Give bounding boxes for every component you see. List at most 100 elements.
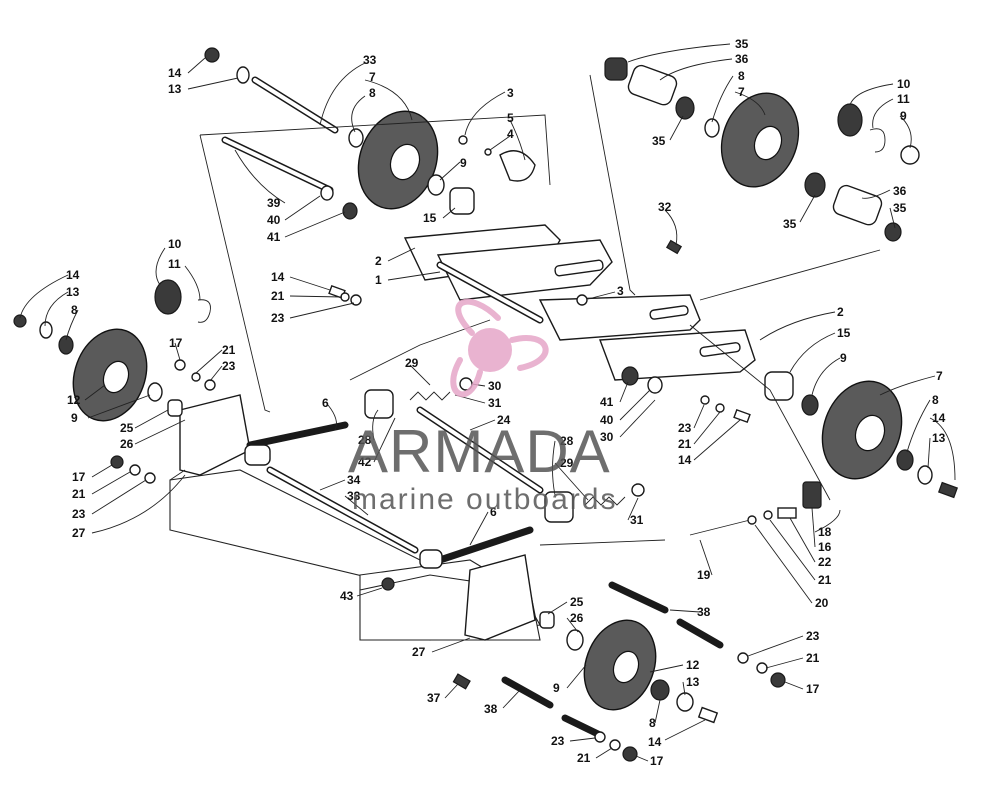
- bolt-19: [689, 519, 751, 536]
- callout: 6: [322, 396, 329, 410]
- bushing-35-d: [884, 222, 902, 242]
- callout: 11: [897, 92, 910, 106]
- nut-22: [777, 507, 797, 519]
- callout: 3: [617, 284, 624, 298]
- snap-ring-11-right: [869, 128, 886, 153]
- spring-block-28-left: [364, 389, 394, 419]
- callout: 40: [267, 213, 281, 227]
- callout: 21: [72, 487, 86, 501]
- callout: 9: [900, 109, 907, 123]
- bushing-41: [342, 202, 358, 220]
- callout: 13: [66, 285, 80, 299]
- callout: 19: [697, 568, 711, 582]
- callout: 31: [630, 513, 644, 527]
- callout: 39: [267, 196, 281, 210]
- shaft-38-left: [501, 676, 554, 709]
- callout: 30: [488, 379, 502, 393]
- nut-17-right-bottom: [770, 672, 786, 688]
- callout: 35: [735, 37, 749, 51]
- callout: 33: [347, 489, 361, 503]
- side-plate-left: [179, 394, 251, 476]
- small-parts: [13, 47, 958, 762]
- bolt-head-14-top: [204, 47, 220, 63]
- lower-arm-right: [599, 329, 756, 381]
- callout: 23: [72, 507, 86, 521]
- nut-31-right: [631, 483, 645, 497]
- callout: 21: [577, 751, 591, 765]
- callout: 21: [818, 573, 832, 587]
- callout: 41: [267, 230, 281, 244]
- sleeve-36-b: [832, 184, 883, 226]
- wheel-left: [72, 328, 148, 422]
- callout: 38: [484, 702, 498, 716]
- washer-9-left: [147, 382, 163, 402]
- washer-9-right: [900, 145, 920, 165]
- callout: 17: [650, 754, 664, 768]
- callout: 8: [71, 303, 78, 317]
- callout: 29: [560, 456, 574, 470]
- callout: 2: [375, 254, 382, 268]
- callout: 36: [735, 52, 749, 66]
- callout: 7: [369, 70, 376, 84]
- washer-23-top: [204, 379, 216, 391]
- callout: 25: [570, 595, 584, 609]
- washer-21-top: [191, 372, 201, 382]
- callout: 23: [551, 734, 565, 748]
- wheel-bottom: [583, 619, 657, 711]
- bolt-37: [452, 673, 471, 690]
- snap-ring-11-left: [197, 299, 211, 323]
- callout: 12: [67, 393, 81, 407]
- bushing-35-a: [604, 57, 628, 81]
- washer-8-right-low: [896, 449, 914, 471]
- bolt-14-bottom: [697, 706, 719, 724]
- callout: 38: [697, 605, 711, 619]
- upper-arm-right: [538, 294, 701, 341]
- spring-29-right: [584, 496, 626, 506]
- callout: 23: [271, 311, 285, 325]
- callout: 21: [806, 651, 820, 665]
- rod-6-left: [246, 421, 349, 449]
- clevis-left: [244, 444, 271, 466]
- adjuster-block-18: [802, 481, 822, 509]
- callout: 5: [507, 111, 514, 125]
- slot-a: [554, 259, 604, 277]
- callout: 43: [340, 589, 354, 603]
- watermark-tagline: marine outboards: [352, 483, 617, 516]
- bolt-14-left: [13, 314, 27, 328]
- callout: 42: [358, 455, 372, 469]
- washer-23-bottom: [594, 731, 606, 743]
- nut-17-top: [174, 359, 186, 371]
- collar-10-right: [837, 103, 863, 137]
- wheel-right: [821, 380, 903, 480]
- callout: 34: [347, 473, 361, 487]
- callout: 17: [169, 336, 183, 350]
- washer-26-bottom: [566, 629, 584, 651]
- callout: 9: [71, 411, 78, 425]
- cam-5: [499, 150, 536, 182]
- callout: 21: [271, 289, 285, 303]
- nut-43: [381, 577, 395, 591]
- callout: 35: [893, 201, 907, 215]
- callout: 28: [358, 433, 372, 447]
- spacer-25-left: [167, 399, 183, 417]
- washer-21-bottom: [609, 739, 621, 751]
- callout: 10: [897, 77, 911, 91]
- callout: 23: [222, 359, 236, 373]
- watermark-brand: ARMADA: [348, 418, 611, 485]
- callout: 4: [507, 127, 514, 141]
- callout: 16: [818, 540, 832, 554]
- callout: 21: [678, 437, 692, 451]
- wheel-top-right: [720, 92, 800, 188]
- callout: 8: [369, 86, 376, 100]
- nut-17-bottom: [622, 746, 638, 762]
- callout: 14: [932, 411, 946, 425]
- nut-3-mid: [576, 294, 588, 306]
- washer-13-right-low: [917, 465, 933, 485]
- callout: 17: [72, 470, 86, 484]
- side-plate-bottom: [464, 554, 536, 641]
- callout: 3: [507, 86, 514, 100]
- grouping-lines: [169, 74, 881, 546]
- callout: 10: [168, 237, 182, 251]
- callout: 27: [72, 526, 86, 540]
